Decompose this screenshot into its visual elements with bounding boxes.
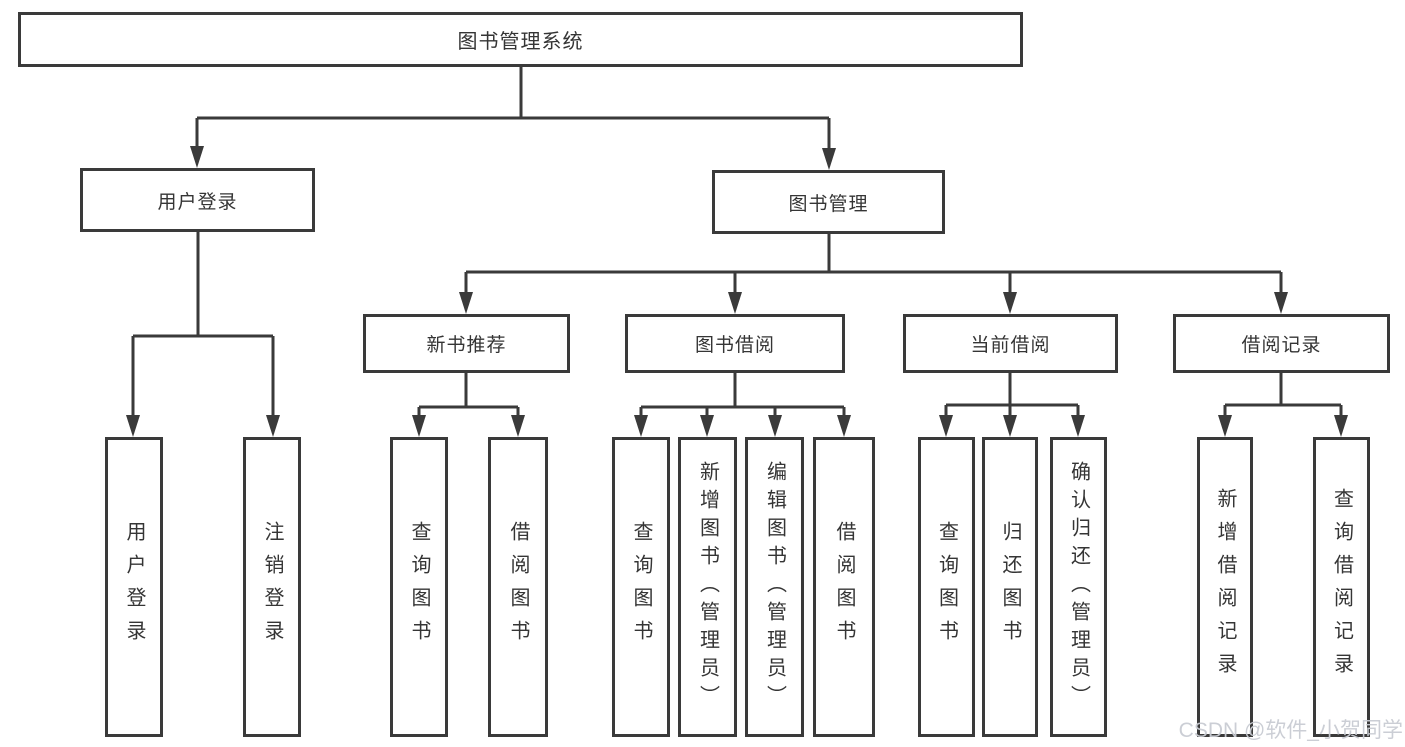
node-book-borrowing: 图书借阅 — [625, 314, 845, 373]
node-label: 归还图书 — [999, 521, 1021, 653]
node-label: 查询图书 — [630, 521, 652, 653]
node-root-system: 图书管理系统 — [18, 12, 1023, 67]
node-label: 借阅图书 — [833, 521, 855, 653]
node-leaf-return-books: 归还图书 — [982, 437, 1038, 737]
node-leaf-query-borrow-record: 查询借阅记录 — [1313, 437, 1370, 737]
node-borrow-records: 借阅记录 — [1173, 314, 1390, 373]
node-label: 借阅图书 — [507, 521, 529, 653]
node-leaf-confirm-return-admin: 确认归还（管理员） — [1050, 437, 1107, 737]
node-label: 查询图书 — [408, 521, 430, 653]
node-leaf-query-books-current: 查询图书 — [918, 437, 975, 737]
node-label: 确认归还（管理员） — [1067, 461, 1090, 713]
node-label: 新增图书（管理员） — [696, 461, 719, 713]
node-label: 注销登录 — [261, 521, 283, 653]
node-leaf-borrow-books: 借阅图书 — [813, 437, 875, 737]
csdn-watermark: CSDN @软件_小贺同学 — [1178, 719, 1403, 742]
node-label: 用户登录 — [157, 191, 238, 213]
node-label: 编辑图书（管理员） — [763, 461, 786, 713]
node-leaf-add-books-admin: 新增图书（管理员） — [678, 437, 737, 737]
node-label: 当前借阅 — [970, 335, 1051, 356]
node-leaf-user-login: 用户登录 — [105, 437, 163, 737]
node-leaf-query-books-borrowing: 查询图书 — [612, 437, 670, 737]
node-label: 借阅记录 — [1241, 335, 1322, 356]
node-label: 查询图书 — [935, 521, 958, 653]
node-label: 新书推荐 — [426, 335, 507, 356]
node-label: 图书管理 — [788, 193, 869, 215]
node-leaf-query-books-recommend: 查询图书 — [390, 437, 448, 737]
node-leaf-edit-books-admin: 编辑图书（管理员） — [745, 437, 804, 737]
node-leaf-borrow-books-recommend: 借阅图书 — [488, 437, 548, 737]
node-label: 用户登录 — [123, 521, 145, 653]
node-new-book-recommend: 新书推荐 — [363, 314, 570, 373]
node-leaf-add-borrow-record: 新增借阅记录 — [1197, 437, 1253, 737]
node-user-login: 用户登录 — [80, 168, 315, 232]
node-current-borrowing: 当前借阅 — [903, 314, 1118, 373]
node-label: 图书管理系统 — [457, 31, 584, 53]
node-book-management: 图书管理 — [712, 170, 945, 234]
node-label: 新增借阅记录 — [1214, 488, 1236, 686]
node-label: 图书借阅 — [694, 335, 775, 356]
node-leaf-logout: 注销登录 — [243, 437, 301, 737]
node-label: 查询借阅记录 — [1330, 488, 1353, 686]
